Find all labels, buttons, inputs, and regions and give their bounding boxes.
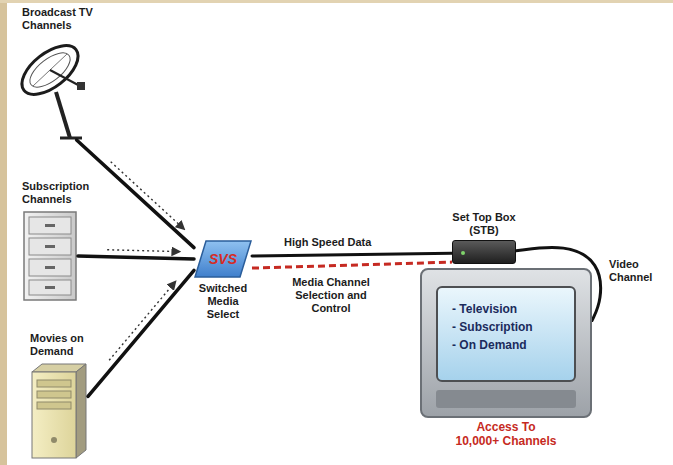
server-rack-node: Subscription Channels — [22, 210, 78, 302]
connector-line — [88, 270, 194, 396]
node-caption: Movies on Demand — [30, 332, 106, 358]
connector-line — [78, 256, 194, 259]
node-caption: Switched Media Select — [194, 282, 252, 321]
flow-arrow — [111, 162, 185, 230]
server-tower — [32, 364, 86, 458]
node-caption: Subscription Channels — [22, 180, 106, 206]
server-tower-node: Movies on Demand — [30, 362, 88, 460]
set-top-box: Set Top Box (STB) — [452, 240, 516, 264]
tv-panel — [436, 390, 576, 408]
satellite-dish-node: Broadcast TV Channels — [22, 36, 100, 140]
server-rack — [24, 212, 76, 300]
satellite-dish — [14, 36, 87, 138]
connector-line — [252, 253, 452, 256]
node-caption: Broadcast TV Channels — [22, 6, 106, 32]
connector — [252, 253, 452, 256]
connector-label: High Speed Data — [282, 236, 373, 249]
frame-stripe — [0, 0, 7, 465]
connector-line — [252, 262, 452, 268]
connector — [88, 270, 194, 396]
television: - Television- Subscription- On DemandAcc… — [420, 268, 592, 418]
node-caption: Access To 10,000+ Channels — [454, 420, 558, 448]
frame-stripe — [0, 0, 673, 3]
screen-item: - On Demand — [452, 338, 572, 353]
flow-arrow — [109, 281, 176, 360]
connector-label: Media Channel Selection and Control — [284, 276, 378, 315]
flow-arrow — [107, 250, 180, 252]
connector-label: Video Channel — [607, 258, 673, 284]
switch-parallelogram: SVSSwitched Media Select — [194, 240, 252, 278]
node-caption: Set Top Box (STB) — [444, 211, 524, 237]
stb-light — [461, 251, 465, 255]
connector — [78, 250, 194, 259]
box-label: SVS — [194, 240, 252, 278]
connector-line — [77, 140, 194, 248]
screen-item: - Television — [452, 302, 572, 317]
connector — [77, 140, 194, 248]
connector — [252, 262, 452, 268]
screen-item: - Subscription — [452, 320, 572, 335]
